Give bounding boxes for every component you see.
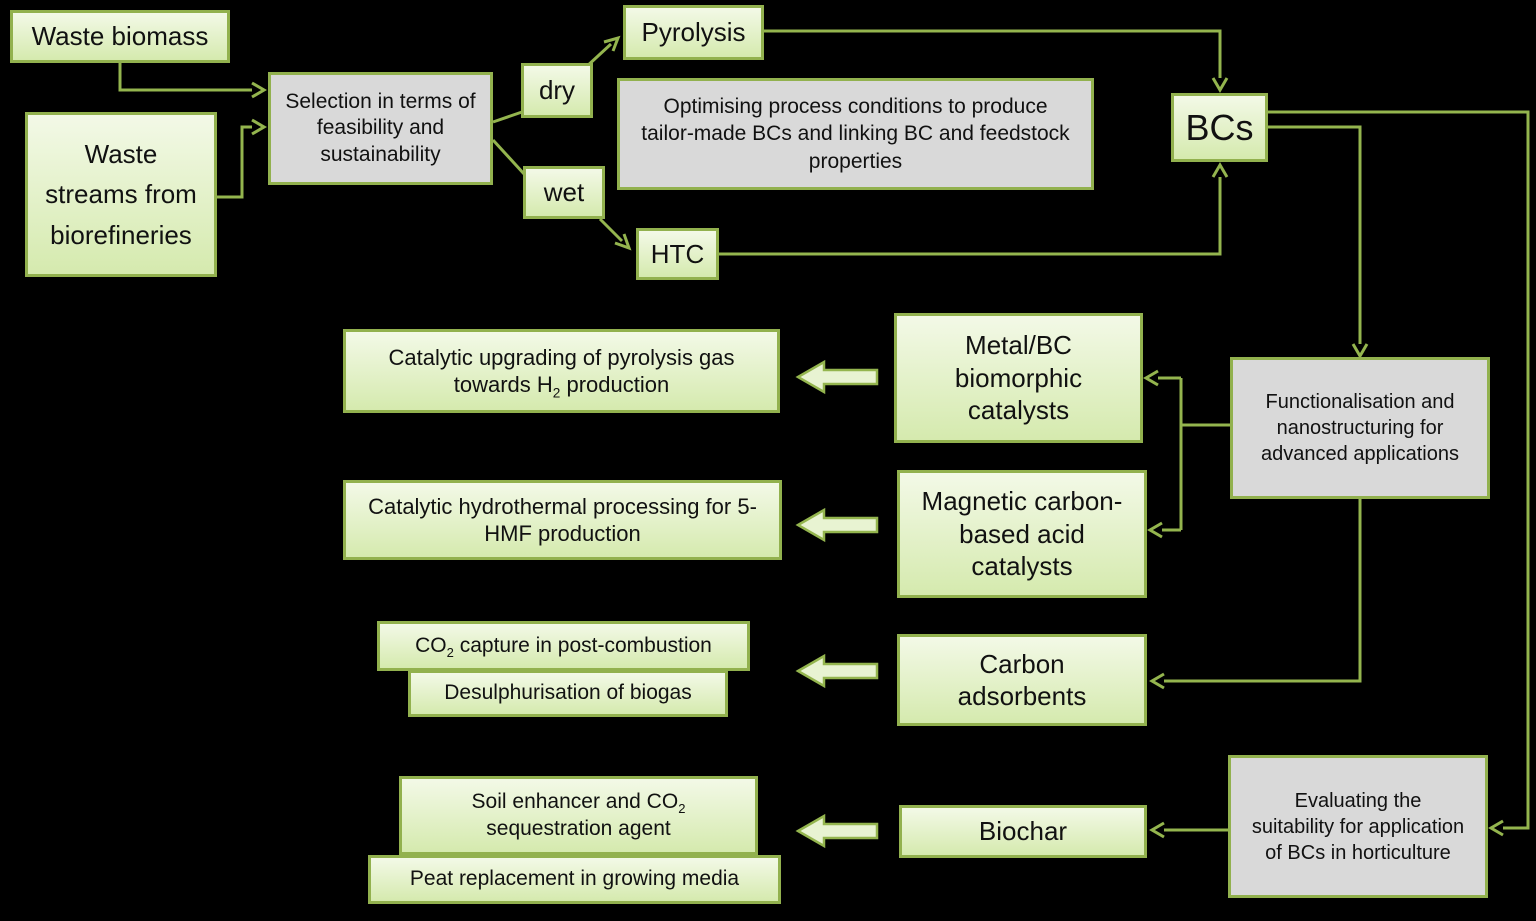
pyrolysis-box: Pyrolysis <box>623 5 764 60</box>
carbon-adsorbents-box: Carbon adsorbents <box>897 634 1147 726</box>
wet-label: wet <box>543 177 585 208</box>
edge-pyrolysis-to-bcs <box>764 29 1222 78</box>
peat-replacement-label: Peat replacement in growing media <box>409 867 740 891</box>
functionalisation-label: Functionalisation and nanostructuring fo… <box>1261 391 1459 465</box>
evaluating-box: Evaluating the suitability for applicati… <box>1228 755 1488 898</box>
metal-bc-catalysts-box: Metal/BC biomorphic catalysts <box>894 313 1143 443</box>
functionalisation-box: Functionalisation and nanostructuring fo… <box>1230 357 1490 499</box>
arrowhead-into-htc <box>614 233 632 251</box>
peat-replacement-box: Peat replacement in growing media <box>368 855 781 904</box>
co2-capture-label: CO2 capture in post-combustion <box>415 633 712 659</box>
edge-bcs-to-functionalisation <box>1267 125 1362 344</box>
dry-label: dry <box>538 75 576 106</box>
edge-htc-to-bcs <box>719 177 1222 256</box>
edge-waste-streams-to-selection <box>217 125 252 199</box>
edge-selection-to-wet <box>491 138 527 177</box>
optimising-box: Optimising process conditions to produce… <box>617 78 1094 190</box>
arrowhead-into-bcs-top <box>1211 77 1229 93</box>
htc-label: HTC <box>650 238 705 269</box>
arrowhead-into-selection-top <box>251 81 267 99</box>
arrowhead-into-metal-bc <box>1143 369 1159 387</box>
subscript: 2 <box>678 801 686 817</box>
biochar-box: Biochar <box>899 805 1147 858</box>
block-arrow-biochar-to-soil <box>795 813 879 849</box>
catalytic-upgrading-box: Catalytic upgrading of pyrolysis gas tow… <box>343 329 780 413</box>
evaluating-label: Evaluating the suitability for applicati… <box>1251 789 1465 864</box>
selection-label: Selection in terms of feasibility and su… <box>285 90 476 166</box>
carbon-adsorbents-label: Carbon adsorbents <box>957 648 1087 712</box>
label-fragment: production <box>560 372 670 397</box>
selection-box: Selection in terms of feasibility and su… <box>268 72 493 185</box>
label-fragment: CO <box>415 633 447 657</box>
edge-wet-to-htc <box>598 217 624 243</box>
soil-enhancer-box: Soil enhancer and CO2 sequestration agen… <box>399 776 758 855</box>
dry-box: dry <box>521 63 593 118</box>
waste-biomass-box: Waste biomass <box>10 10 230 63</box>
waste-streams-label: Waste streams from biorefineries <box>45 139 197 250</box>
bcs-label: BCs <box>1185 107 1254 148</box>
bcs-box: BCs <box>1171 93 1268 162</box>
biochar-label: Biochar <box>978 816 1068 847</box>
arrowhead-into-evaluating <box>1488 819 1504 837</box>
label-fragment: capture in post-combustion <box>453 633 712 657</box>
pyrolysis-label: Pyrolysis <box>641 17 746 48</box>
catalytic-hydrothermal-label: Catalytic hydrothermal processing for 5-… <box>368 493 757 547</box>
arrowhead-into-selection-mid <box>251 118 267 136</box>
label-fragment: Catalytic upgrading of pyrolysis gas tow… <box>388 344 735 398</box>
catalytic-hydrothermal-box: Catalytic hydrothermal processing for 5-… <box>343 480 782 560</box>
edge-selection-to-dry <box>492 110 523 124</box>
co2-capture-box: CO2 capture in post-combustion <box>377 621 750 671</box>
waste-streams-box: Waste streams from biorefineries <box>25 112 217 277</box>
edge-functionalisation-branch <box>1158 376 1230 532</box>
arrowhead-into-pyrolysis <box>603 35 621 52</box>
edge-waste-biomass-to-selection <box>118 63 252 92</box>
subscript: 2 <box>552 385 561 401</box>
arrowhead-into-bcs-bottom <box>1211 162 1229 178</box>
soil-enhancer-label: Soil enhancer and CO2 sequestration agen… <box>412 789 745 842</box>
subscript: 2 <box>446 645 454 661</box>
block-arrow-carbon-to-capture <box>795 653 879 689</box>
edge-bcs-to-evaluating <box>1267 110 1530 830</box>
catalytic-upgrading-label: Catalytic upgrading of pyrolysis gas tow… <box>356 344 767 401</box>
magnetic-catalysts-box: Magnetic carbon-based acid catalysts <box>897 470 1147 598</box>
block-arrow-metal-to-upgrading <box>795 359 879 395</box>
edge-functionalisation-to-carbon <box>1164 499 1362 683</box>
wet-box: wet <box>523 166 605 219</box>
magnetic-catalysts-label: Magnetic carbon-based acid catalysts <box>921 486 1123 582</box>
arrowhead-into-biochar <box>1149 821 1165 839</box>
waste-biomass-label: Waste biomass <box>31 21 209 52</box>
optimising-label: Optimising process conditions to produce… <box>641 95 1070 173</box>
arrowhead-into-functionalisation <box>1351 343 1369 359</box>
arrowhead-into-carbon <box>1149 672 1165 690</box>
arrowhead-into-magnetic <box>1147 521 1163 539</box>
metal-bc-catalysts-label: Metal/BC biomorphic catalysts <box>954 330 1083 426</box>
desulphurisation-label: Desulphurisation of biogas <box>444 681 692 705</box>
desulphurisation-box: Desulphurisation of biogas <box>408 670 728 717</box>
label-fragment: Soil enhancer and CO <box>471 790 679 814</box>
label-fragment: sequestration agent <box>486 816 671 840</box>
block-arrow-magnetic-to-hydrothermal <box>795 507 879 543</box>
htc-box: HTC <box>636 228 719 280</box>
